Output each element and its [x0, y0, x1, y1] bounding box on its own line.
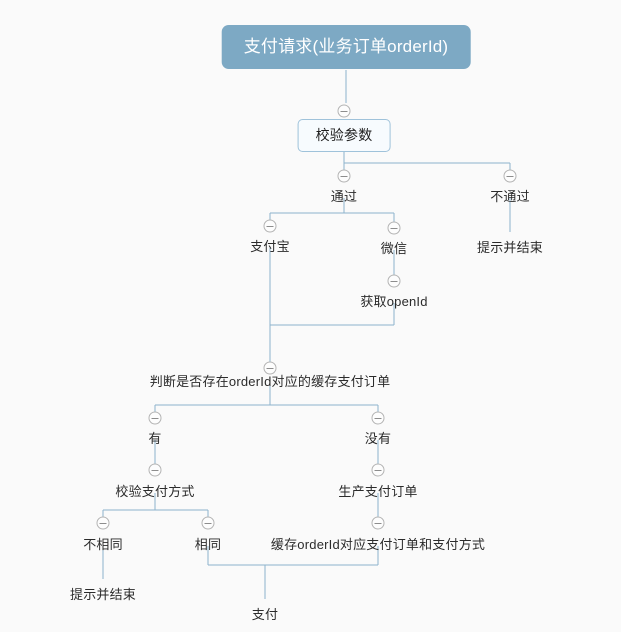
node-label: 有: [148, 431, 162, 446]
collapse-minus-icon[interactable]: [387, 221, 401, 235]
node-fail[interactable]: 不通过: [490, 189, 530, 205]
node-not-same[interactable]: 不相同: [83, 537, 123, 553]
node-label: 微信: [380, 241, 408, 256]
node-label: 不相同: [83, 537, 123, 552]
node-label: 通过: [330, 189, 358, 204]
node-label: 校验参数: [315, 127, 373, 143]
collapse-minus-icon[interactable]: [263, 361, 277, 375]
node-fail-end[interactable]: 提示并结束: [477, 240, 543, 256]
collapse-minus-icon[interactable]: [387, 274, 401, 288]
collapse-minus-icon[interactable]: [337, 104, 351, 118]
node-has[interactable]: 有: [148, 431, 161, 447]
node-pay[interactable]: 支付: [252, 607, 278, 623]
node-same[interactable]: 相同: [195, 537, 221, 553]
node-label: 缓存orderId对应支付订单和支付方式: [270, 537, 486, 552]
node-openid[interactable]: 获取openId: [360, 294, 427, 310]
collapse-minus-icon[interactable]: [337, 169, 351, 183]
collapse-minus-icon[interactable]: [371, 463, 385, 477]
node-label: 提示并结束: [69, 587, 137, 602]
node-wechat[interactable]: 微信: [381, 241, 407, 257]
node-label: 支付: [251, 607, 279, 622]
node-label: 支付请求(业务订单orderId): [243, 37, 449, 56]
node-label: 生产支付订单: [338, 484, 418, 499]
collapse-minus-icon[interactable]: [263, 219, 277, 233]
node-alipay[interactable]: 支付宝: [250, 239, 290, 255]
node-notify-end[interactable]: 提示并结束: [70, 587, 136, 603]
node-label: 不通过: [490, 189, 530, 204]
node-label: 没有: [364, 431, 392, 446]
collapse-minus-icon[interactable]: [96, 516, 110, 530]
node-label: 提示并结束: [476, 240, 544, 255]
collapse-minus-icon[interactable]: [371, 411, 385, 425]
node-label: 判断是否存在orderId对应的缓存支付订单: [149, 374, 391, 389]
collapse-minus-icon[interactable]: [148, 411, 162, 425]
node-label: 相同: [194, 537, 222, 552]
node-validate[interactable]: 校验参数: [297, 119, 391, 152]
node-check-way[interactable]: 校验支付方式: [115, 484, 194, 500]
node-judge[interactable]: 判断是否存在orderId对应的缓存支付订单: [150, 374, 391, 390]
collapse-minus-icon[interactable]: [503, 169, 517, 183]
node-pass[interactable]: 通过: [331, 189, 357, 205]
collapse-minus-icon[interactable]: [371, 516, 385, 530]
node-label: 获取openId: [360, 294, 428, 309]
node-cache[interactable]: 缓存orderId对应支付订单和支付方式: [271, 537, 485, 553]
node-label: 校验支付方式: [115, 484, 195, 499]
node-root[interactable]: 支付请求(业务订单orderId): [221, 25, 471, 69]
collapse-minus-icon[interactable]: [201, 516, 215, 530]
node-none[interactable]: 没有: [365, 431, 391, 447]
node-create-order[interactable]: 生产支付订单: [338, 484, 417, 500]
collapse-minus-icon[interactable]: [148, 463, 162, 477]
node-label: 支付宝: [250, 239, 290, 254]
